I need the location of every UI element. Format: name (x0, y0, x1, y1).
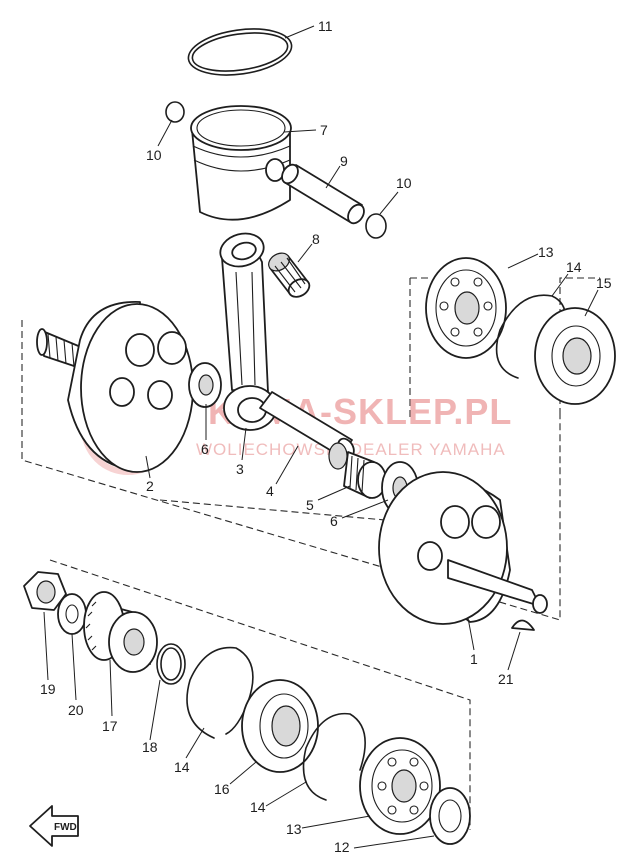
callout-6: 6 (201, 441, 209, 457)
crank-half-right (378, 471, 548, 625)
piston-ring (187, 28, 293, 76)
piston-pin (281, 163, 365, 225)
callout-7: 7 (320, 122, 328, 138)
callout-6: 6 (330, 513, 338, 529)
connecting-rod (219, 232, 277, 431)
callout-18: 18 (142, 739, 158, 755)
o-ring (156, 643, 186, 685)
callout-19: 19 (40, 681, 56, 697)
piston (190, 105, 292, 221)
shim-washer (429, 787, 471, 845)
circlip-lower-2 (302, 712, 366, 801)
bearing-lower (359, 737, 441, 835)
callout-13: 13 (538, 244, 554, 260)
callout-8: 8 (312, 231, 320, 247)
callout-2: 2 (146, 478, 154, 494)
primary-drive-gear (83, 591, 158, 673)
callout-15: 15 (596, 275, 612, 291)
oil-seal-lower (241, 679, 319, 773)
bearing-upper (425, 257, 507, 359)
fwd-label: FWD (54, 822, 77, 833)
callout-12: 12 (334, 839, 350, 854)
callout-17: 17 (102, 718, 118, 734)
callout-numbers: 11 7 10 9 10 8 13 14 15 2 6 3 4 5 6 1 21… (40, 18, 612, 854)
crank-half-left (36, 301, 194, 473)
leader-lines (43, 25, 599, 849)
big-end-bearing (328, 442, 387, 499)
callout-21: 21 (498, 671, 514, 687)
callout-9: 9 (340, 153, 348, 169)
assembly-guide-lines (21, 277, 600, 830)
lock-washer (57, 593, 87, 635)
callout-10: 10 (146, 147, 162, 163)
woodruff-key (511, 619, 535, 631)
thrust-washer-left (188, 362, 222, 408)
circlip-left (165, 101, 185, 123)
callout-11: 11 (318, 18, 333, 34)
oil-seal-upper (534, 307, 616, 405)
callout-1: 1 (470, 651, 478, 667)
small-end-bearing (268, 252, 311, 298)
callout-5: 5 (306, 497, 314, 513)
callout-14: 14 (174, 759, 190, 775)
callout-14: 14 (250, 799, 266, 815)
callout-3: 3 (236, 461, 244, 477)
callout-4: 4 (266, 483, 274, 499)
callout-13: 13 (286, 821, 302, 837)
callout-10: 10 (396, 175, 412, 191)
circlip-right (365, 213, 387, 239)
fwd-arrow-icon: FWD (29, 805, 79, 847)
callout-14: 14 (566, 259, 582, 275)
callout-20: 20 (68, 702, 84, 718)
nut (23, 571, 67, 611)
callout-16: 16 (214, 781, 230, 797)
